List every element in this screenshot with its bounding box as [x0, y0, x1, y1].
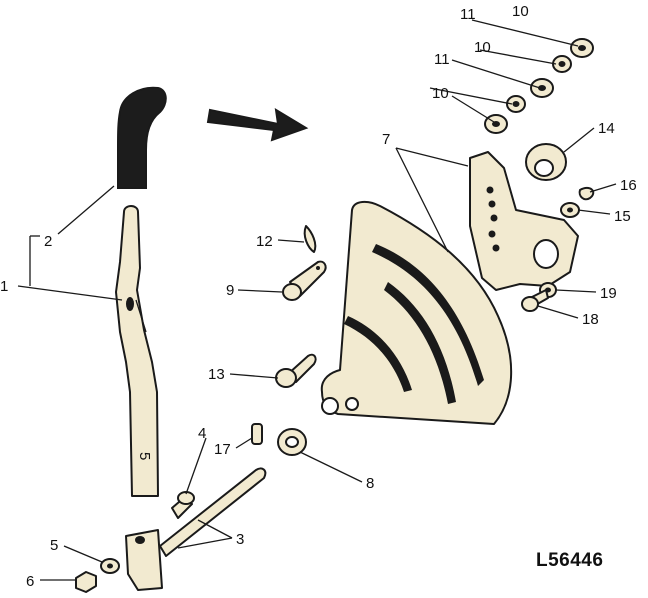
washer-15	[560, 202, 580, 218]
callout-11-top: 11	[460, 6, 476, 23]
callout-14: 14	[598, 120, 615, 137]
callout-5: 5	[50, 537, 58, 554]
cotter-pin-12	[303, 225, 317, 253]
friction-disc	[525, 143, 567, 181]
callout-16: 16	[620, 177, 637, 194]
bolt-18	[521, 289, 549, 312]
cap-screw-13	[275, 353, 317, 388]
callout-19: 19	[600, 285, 617, 302]
nut-8	[277, 428, 307, 456]
callout-17: 17	[214, 441, 231, 458]
callout-12: 12	[256, 233, 273, 250]
leader-lines	[17, 19, 617, 581]
callout-15: 15	[614, 208, 631, 225]
callout-9: 9	[226, 282, 234, 299]
callout-3: 3	[236, 531, 244, 548]
callout-6: 6	[26, 573, 34, 590]
callout-10-bottom: 10	[432, 85, 449, 102]
quadrant-plate	[320, 200, 513, 425]
roll-pin-17	[251, 423, 263, 445]
callout-4: 4	[198, 425, 206, 442]
bolt-4	[171, 491, 195, 519]
callout-10-middle: 10	[474, 39, 491, 56]
callout-13: 13	[208, 366, 225, 383]
pivot-shaft	[125, 467, 267, 591]
lever-stamp: 5	[136, 452, 153, 460]
callout-1: 1	[0, 278, 8, 295]
callout-8: 8	[366, 475, 374, 492]
washer-stack	[484, 38, 594, 134]
control-lever: 5	[115, 205, 159, 497]
callout-labels: 1 2 3 4 5 6 7 8 9 10 10 10 11 11 12 13 1…	[0, 3, 637, 590]
nut-6	[75, 571, 97, 593]
clip-16	[578, 186, 595, 201]
callout-11-bottom: 11	[434, 51, 450, 68]
clevis-pin-9	[282, 260, 327, 301]
callout-10-top: 10	[512, 3, 529, 20]
callout-18: 18	[582, 311, 599, 328]
washer-5	[100, 558, 120, 574]
reference-code: L56446	[536, 550, 603, 571]
lever-grip	[117, 86, 167, 189]
callout-2: 2	[44, 233, 52, 250]
callout-7: 7	[382, 131, 390, 148]
quadrant-bracket	[469, 151, 579, 291]
direction-arrow	[206, 108, 309, 142]
